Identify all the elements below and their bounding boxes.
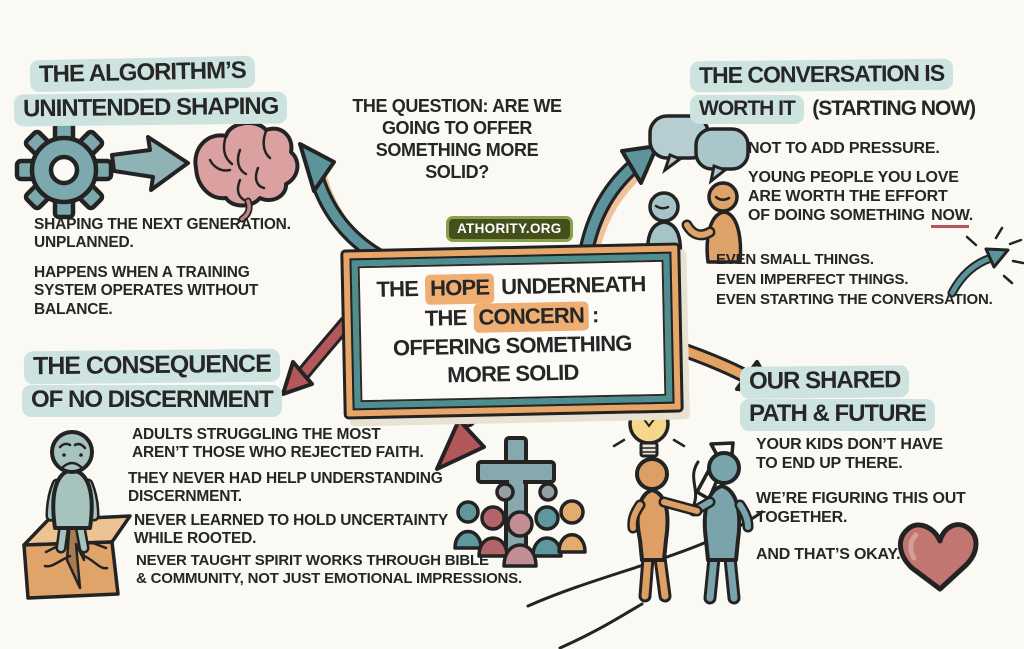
conversation-section-title-line1: THE CONVERSATION IS — [689, 58, 954, 93]
consequence-title-highlight: THE CONSEQUENCE — [23, 348, 280, 385]
consequence-section-title-line1: THE CONSEQUENCE — [23, 348, 280, 385]
shared-path-title-highlight: OUR SHARED — [739, 365, 910, 399]
heart-icon — [898, 522, 979, 592]
conversation-title-highlight: WORTH IT — [690, 95, 804, 124]
handshake-people-icon — [627, 451, 754, 605]
shared-path-paragraph-1: YOUR KIDS DON’T HAVE TO END UP THERE. — [756, 436, 943, 472]
consequence-paragraph-3: NEVER LEARNED TO HOLD UNCERTAINTY WHILE … — [134, 512, 449, 548]
central-box-word: UNDERNEATH — [500, 271, 646, 300]
central-box-colon: : — [591, 301, 599, 327]
shared-path-paragraph-2: WE’RE FIGURING THIS OUT TOGETHER. — [756, 490, 966, 526]
consequence-paragraph-4: NEVER TAUGHT SPIRIT WORKS THROUGH BIBLE … — [136, 552, 522, 587]
shared-path-paragraph-3: AND THAT’S OKAY. — [756, 546, 901, 563]
brain-icon — [193, 120, 300, 223]
algorithm-paragraph-2: HAPPENS WHEN A TRAINING SYSTEM OPERATES … — [34, 264, 259, 318]
up-arrow-icon — [695, 441, 735, 501]
conversation-title-plain: (STARTING NOW) — [812, 97, 976, 120]
gear-icon — [14, 120, 114, 220]
conversation-p2-period: . — [968, 207, 973, 225]
conversation-p2-line3-text: OF DOING SOMETHING — [748, 207, 925, 225]
conversation-paragraph-1: NOT TO ADD PRESSURE. — [748, 140, 940, 157]
consequence-title-highlight: OF NO DISCERNMENT — [22, 385, 282, 417]
arrow-right-icon — [110, 135, 190, 192]
algorithm-section-title-line2: UNINTENDED SHAPING — [13, 91, 288, 127]
cross-icon — [476, 436, 556, 556]
conversation-section-title-line2: WORTH IT (STARTING NOW) — [690, 95, 976, 124]
central-box-word-hope: HOPE — [424, 273, 495, 305]
sad-person-icon — [45, 430, 100, 554]
central-box-word: MORE SOLID — [446, 359, 579, 387]
consequence-section-title-line2: OF NO DISCERNMENT — [22, 385, 282, 417]
cracked-box-icon — [22, 514, 132, 600]
central-box-word: THE — [376, 275, 419, 302]
conversation-paragraph-3: EVEN SMALL THINGS. EVEN IMPERFECT THINGS… — [716, 251, 993, 308]
central-box-word-concern: CONCERN — [473, 300, 590, 333]
conversation-p2-line2: ARE WORTH THE EFFORT — [748, 188, 948, 206]
question-text: THE QUESTION: ARE WE GOING TO OFFER SOME… — [352, 96, 562, 182]
consequence-paragraph-1: ADULTS STRUGGLING THE MOST AREN’T THOSE … — [132, 426, 424, 462]
shared-path-section-title-line2: PATH & FUTURE — [740, 399, 935, 431]
algorithm-title-highlight: UNINTENDED SHAPING — [13, 91, 288, 127]
consequence-paragraph-2: THEY NEVER HAD HELP UNDERSTANDING DISCER… — [128, 470, 443, 506]
algorithm-section-title-line1: THE ALGORITHM’S — [29, 55, 256, 93]
conversation-paragraph-2: YOUNG PEOPLE YOU LOVE ARE WORTH THE EFFO… — [748, 168, 973, 229]
algorithm-paragraph-1: SHAPING THE NEXT GENERATION. UNPLANNED. — [34, 216, 291, 252]
conversation-p2-line1: YOUNG PEOPLE YOU LOVE — [748, 169, 959, 186]
site-badge: ATHORITY.ORG — [446, 216, 573, 242]
central-box-word: OFFERING SOMETHING — [392, 330, 632, 361]
path-lines-icon — [526, 460, 764, 649]
shared-path-section-title-line1: OUR SHARED — [739, 365, 910, 399]
algorithm-title-highlight: THE ALGORITHM’S — [29, 55, 256, 93]
curved-arrow-down-left-icon — [281, 315, 354, 396]
speech-bubbles-icon — [648, 114, 750, 185]
shared-path-title-highlight: PATH & FUTURE — [740, 399, 935, 431]
conversation-p2-line3: OF DOING SOMETHING NOW. — [748, 206, 973, 229]
conversation-title-highlight: THE CONVERSATION IS — [689, 58, 954, 93]
central-box-word: THE — [424, 304, 467, 331]
now-underlined: NOW — [931, 207, 969, 229]
